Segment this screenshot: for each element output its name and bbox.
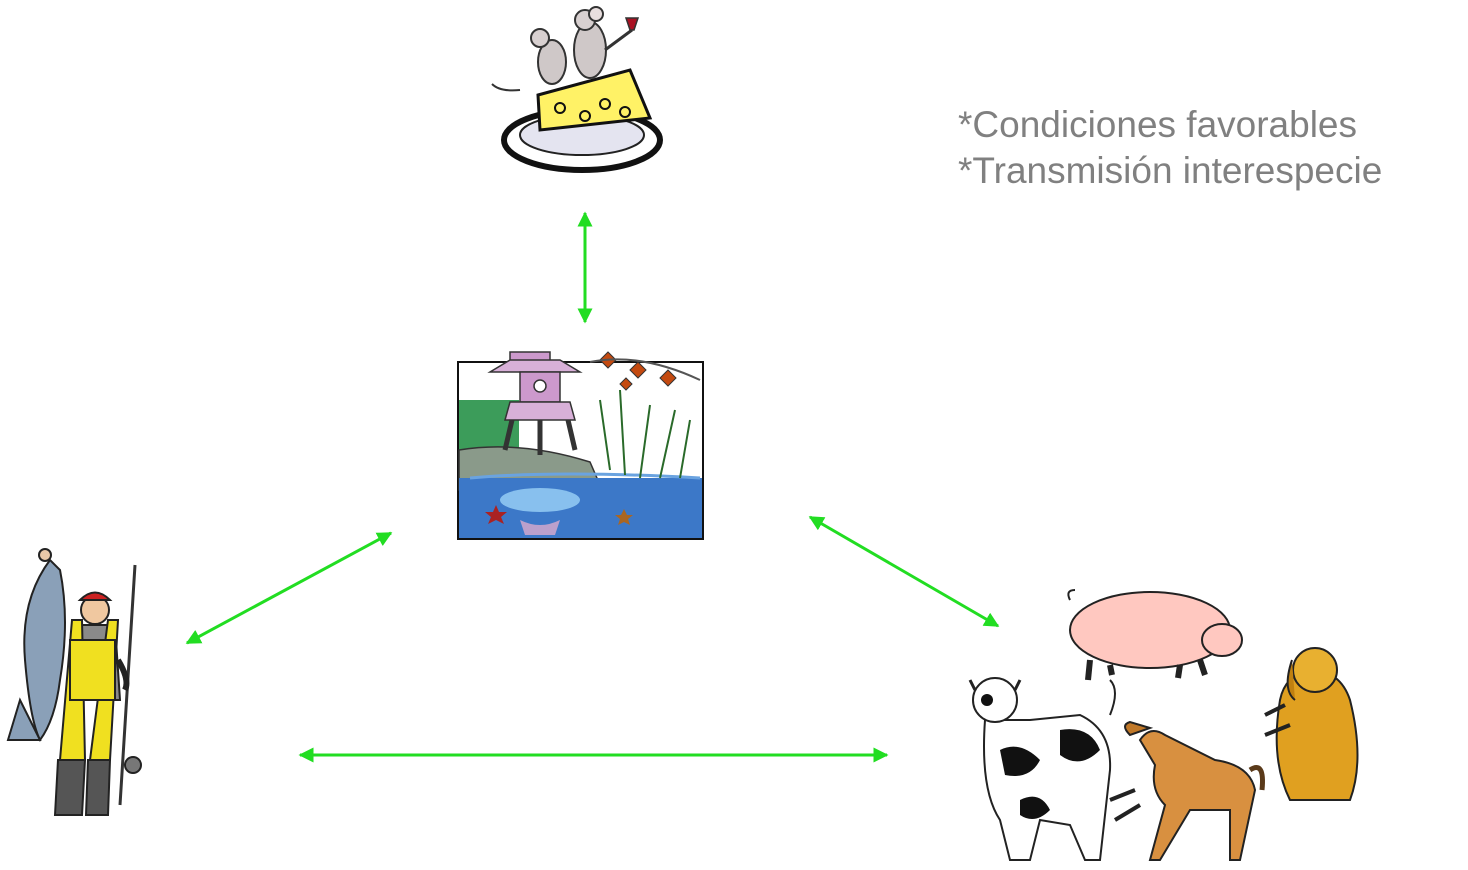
pond-lantern-icon: [457, 351, 704, 540]
note-interspecies-transmission: *Transmisión interespecie: [958, 150, 1383, 191]
notes-block: *Condiciones favorables *Transmisión int…: [958, 102, 1382, 194]
mice-on-cheese-icon: [491, 6, 663, 173]
note-favorable-conditions: *Condiciones favorables: [958, 104, 1358, 145]
arrows: [185, 211, 1000, 763]
arrow-water-animals: [808, 515, 1000, 628]
domestic-animals-icon: [968, 589, 1359, 861]
fisherman-with-fish-icon: [6, 548, 142, 816]
arrow-humans-water: [185, 531, 393, 645]
